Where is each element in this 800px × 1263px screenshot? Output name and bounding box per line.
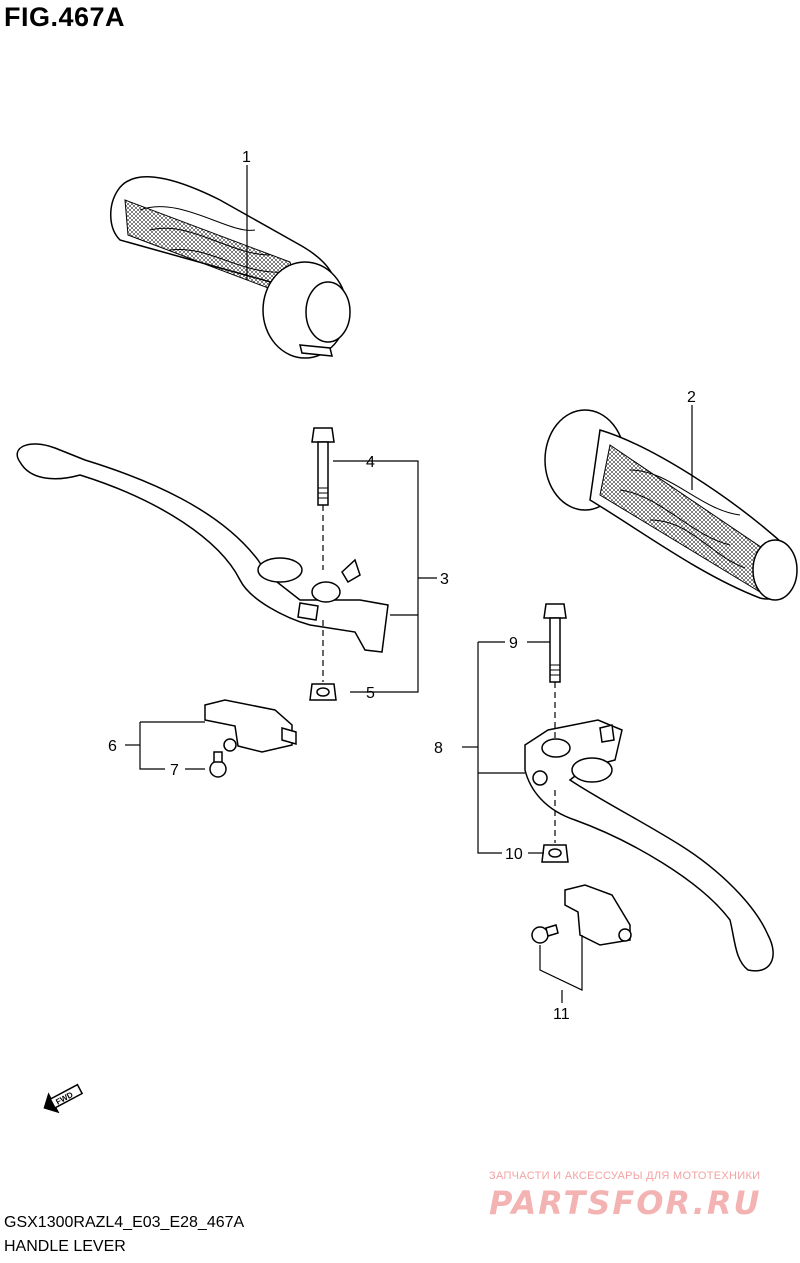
screw-right (531, 924, 559, 944)
callout-6: 6 (108, 738, 117, 755)
callout-9: 9 (509, 635, 518, 652)
callout-8: 8 (434, 740, 443, 757)
nut-right (541, 790, 569, 863)
callout-1: 1 (242, 149, 251, 166)
footer-model-code: GSX1300RAZL4_E03_E28_467A (4, 1214, 245, 1231)
callout-4: 4 (366, 454, 375, 471)
callout-11: 11 (553, 1006, 570, 1023)
watermark-tagline: ЗАПЧАСТИ И АКСЕССУАРЫ ДЛЯ МОТОТЕХНИКИ (489, 1170, 761, 1182)
figure-title: FIG.467A (4, 2, 126, 32)
lever-right (524, 719, 774, 972)
fwd-direction-marker: FWD (43, 1083, 84, 1114)
watermark-logo: PARTSFOR.RU (489, 1184, 762, 1222)
callout-3: 3 (440, 571, 449, 588)
callout-7: 7 (170, 762, 179, 779)
arrow-left-down-icon (44, 1094, 58, 1112)
footer-section-name: HANDLE LEVER (4, 1238, 126, 1255)
callout-5: 5 (366, 685, 375, 702)
pivot-bolt-left (311, 427, 335, 570)
switch-left (204, 699, 297, 753)
nut-left (309, 620, 337, 701)
switch-right (564, 884, 632, 946)
leader-lines (125, 165, 693, 1003)
callout-2: 2 (687, 389, 696, 406)
lever-left (16, 443, 389, 653)
callout-10: 10 (505, 846, 523, 863)
grip-right (544, 409, 798, 601)
screw-left (209, 751, 227, 778)
grip-left (110, 176, 351, 359)
pivot-bolt-right (543, 603, 567, 740)
